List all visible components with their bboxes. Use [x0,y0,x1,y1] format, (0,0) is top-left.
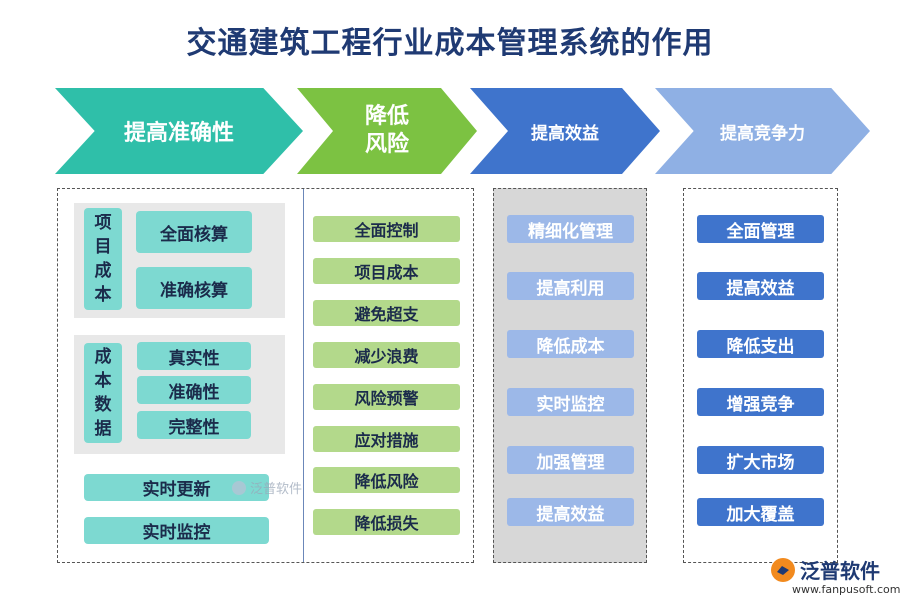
chevron-improve-accuracy: 提高准确性 [55,88,303,174]
risk-item: 降低风险 [313,467,460,493]
brand-website: www.fanpusoft.com [792,583,900,596]
box-authenticity: 真实性 [137,342,251,370]
competitiveness-item: 提高效益 [697,272,824,300]
label-char: 成 [94,261,112,281]
risk-item: 减少浪费 [313,342,460,368]
risk-item: 应对措施 [313,426,460,452]
risk-item: 全面控制 [313,216,460,242]
benefit-item: 降低成本 [507,330,634,358]
risk-item: 降低损失 [313,509,460,535]
benefit-item: 提高效益 [507,498,634,526]
benefit-item: 实时监控 [507,388,634,416]
label-char: 本 [94,371,112,391]
brand-logo-text: 泛普软件 [800,559,880,583]
chevron-reduce-risk: 降低 风险 [297,88,477,174]
competitiveness-item: 全面管理 [697,215,824,243]
box-realtime-monitor: 实时监控 [84,517,269,544]
box-accurate-accounting: 准确核算 [136,267,252,309]
box-completeness: 完整性 [137,411,251,439]
benefit-item: 提高利用 [507,272,634,300]
chevron-improve-competitiveness: 提高竞争力 [655,88,870,174]
label-char: 数 [94,395,112,415]
watermark-text: 泛普软件 [250,482,303,497]
watermark-logo-icon [232,480,246,495]
chevron-label: 提高准确性 [123,121,234,146]
panel-divider [303,189,304,562]
risk-item: 风险预警 [313,384,460,410]
label-char: 成 [94,347,112,367]
label-char: 本 [94,285,112,305]
label-char: 据 [94,419,112,439]
brand-logo-icon [771,557,795,582]
watermark: 泛普软件 [232,478,302,497]
box-accuracy: 准确性 [137,376,251,404]
risk-item: 项目成本 [313,258,460,284]
competitiveness-item: 加大覆盖 [697,498,824,526]
accuracy-risk-panel [57,188,474,563]
page-title: 交通建筑工程行业成本管理系统的作用 [186,26,714,61]
risk-item: 避免超支 [313,300,460,326]
box-full-accounting: 全面核算 [136,211,252,253]
chevron-label: 提高竞争力 [720,123,805,144]
competitiveness-item: 降低支出 [697,330,824,358]
competitiveness-panel [683,188,838,563]
chevron-label-line1: 降低 [364,104,409,129]
brand-logo: 泛普软件 [770,555,880,584]
competitiveness-item: 增强竞争 [697,388,824,416]
cost-data-label: 成 本 数 据 [84,343,122,443]
chevron-label: 提高效益 [531,123,599,144]
chevron-label-line2: 风险 [364,132,409,157]
chevron-improve-benefit: 提高效益 [470,88,660,174]
competitiveness-item: 扩大市场 [697,446,824,474]
project-cost-label: 项 目 成 本 [84,208,122,310]
benefit-item: 加强管理 [507,446,634,474]
label-char: 项 [94,213,112,233]
benefit-item: 精细化管理 [507,215,634,243]
label-char: 目 [94,237,112,257]
